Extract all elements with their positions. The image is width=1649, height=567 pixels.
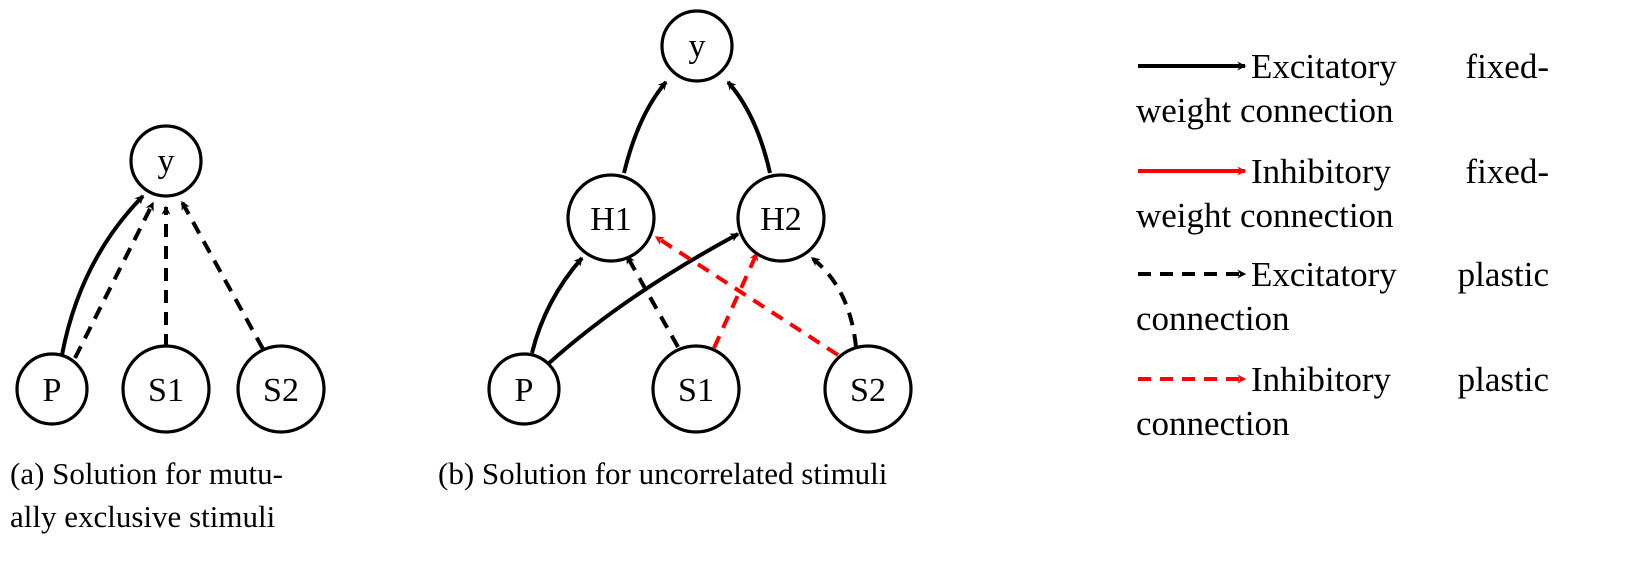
diagram-a: y P S1 S2 (a) Solution for mutu- ally ex… [10,124,326,534]
edge-b-h1-to-y-excitatory-fixed [622,80,668,174]
legend-label-excitatory-plastic-end: plastic [1458,255,1549,294]
legend: Excitatory fixed- weight connection Inhi… [1136,47,1549,443]
node-a-s2-label: S2 [263,372,299,409]
caption-a-line2: ally exclusive stimuli [10,499,276,534]
legend-label-excitatory-plastic-line2: connection [1136,299,1290,338]
node-b-p-label: P [515,372,534,409]
node-b-s1-label: S1 [678,372,714,409]
node-b-h2-label: H2 [760,201,802,238]
edge-b-p-to-h2-excitatory-fixed [546,232,740,366]
node-b-y-label: y [689,28,706,65]
legend-label-inhibitory-fixed-end: fixed- [1465,152,1549,191]
legend-item-inhibitory-plastic: Inhibitory plastic connection [1136,360,1549,443]
legend-label-excitatory-fixed-end: fixed- [1465,47,1549,86]
legend-item-excitatory-fixed: Excitatory fixed- weight connection [1136,47,1549,130]
node-a-s2: S2 [236,344,326,434]
legend-label-excitatory-plastic-word: Excitatory [1251,255,1397,294]
legend-item-inhibitory-fixed: Inhibitory fixed- weight connection [1136,152,1549,235]
node-b-h2: H2 [736,173,826,263]
edge-b-s2-to-h2-excitatory-plastic [810,256,858,348]
caption-a-line1: (a) Solution for mutu- [10,456,283,491]
legend-label-inhibitory-plastic-word: Inhibitory [1251,360,1391,399]
edge-a-p-to-y-excitatory-plastic [73,201,155,359]
node-b-h1-label: H1 [590,201,632,238]
node-b-s1: S1 [651,344,741,434]
legend-label-excitatory-fixed-word: Excitatory [1251,47,1397,86]
legend-label-inhibitory-fixed-line2: weight connection [1136,196,1394,235]
edge-b-h2-to-y-excitatory-fixed [726,80,772,174]
legend-label-inhibitory-plastic-line2: connection [1136,404,1290,443]
node-a-s1-label: S1 [148,372,184,409]
edge-a-p-to-y-excitatory-fixed [60,194,145,356]
node-b-p: P [487,352,561,426]
node-b-s2-label: S2 [850,372,886,409]
node-b-s2: S2 [823,344,913,434]
legend-label-inhibitory-fixed-word: Inhibitory [1251,152,1391,191]
caption-b: (b) Solution for uncorrelated stimuli [438,456,888,491]
node-b-y: y [660,9,734,83]
edge-b-s2-to-h1-inhibitory-plastic [654,235,840,357]
edge-b-p-to-h1-excitatory-fixed [530,256,584,354]
edge-a-s2-to-y-excitatory-plastic [180,200,265,350]
legend-label-excitatory-fixed-line2: weight connection [1136,91,1394,130]
node-a-s1: S1 [121,344,211,434]
legend-item-excitatory-plastic: Excitatory plastic connection [1136,255,1549,338]
edge-b-s1-to-h1-excitatory-plastic [625,254,680,348]
node-a-p: P [15,352,89,426]
node-a-y-label: y [158,143,175,180]
node-b-h1: H1 [566,173,656,263]
node-a-y: y [129,124,203,198]
diagram-b: y H1 H2 P S1 S2 (b) Solution for uncorre… [438,9,913,491]
legend-label-inhibitory-plastic-end: plastic [1458,360,1549,399]
node-a-p-label: P [43,372,62,409]
edge-b-s1-to-h2-inhibitory-plastic [712,251,759,349]
